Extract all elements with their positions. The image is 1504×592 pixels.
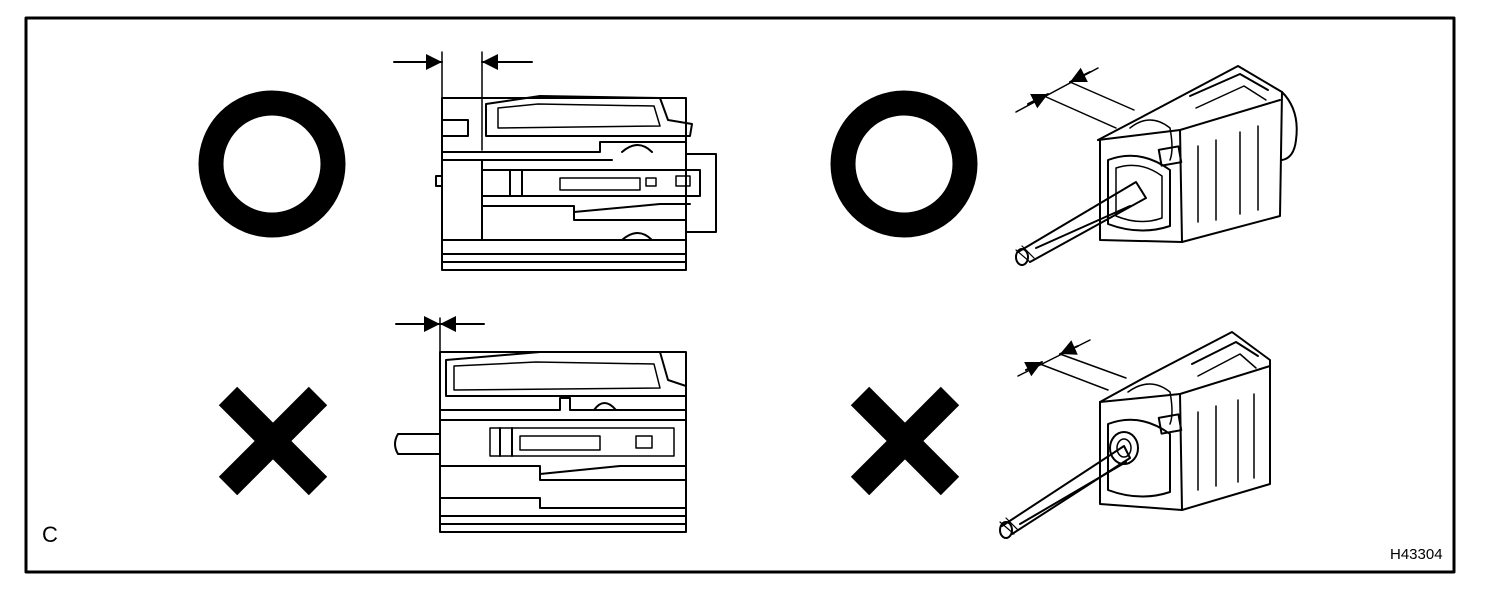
- cross-ng-icon: [218, 386, 328, 496]
- circle-ok-icon: [198, 90, 346, 238]
- cross-ng-icon: [850, 386, 960, 496]
- circle-ok-icon: [830, 90, 978, 238]
- connector-perspective-incorrect: [999, 331, 1271, 539]
- drawing-code: H43304: [1390, 546, 1443, 563]
- connector-section-correct: [393, 51, 717, 271]
- connector-section-incorrect: [394, 316, 687, 533]
- diagram-frame: [24, 16, 1456, 574]
- corner-label: C: [42, 522, 58, 547]
- connector-perspective-correct: [1015, 65, 1298, 266]
